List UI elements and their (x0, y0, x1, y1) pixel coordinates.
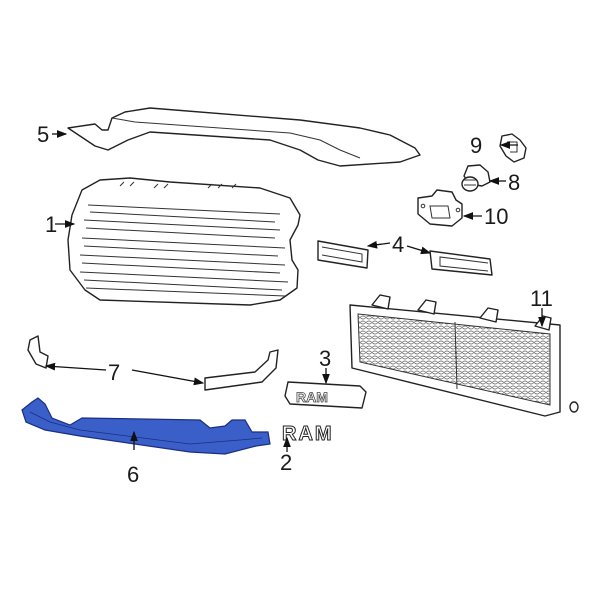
callout-11: 11 (530, 286, 553, 311)
part-6-lower-support[interactable] (21, 397, 271, 455)
part-5-upper-support[interactable] (67, 107, 421, 167)
callout-5: 5 (37, 122, 49, 147)
callout-4: 4 (392, 232, 404, 257)
part-2-emblem[interactable]: RAM (282, 423, 334, 446)
callout-1: 1 (45, 212, 57, 237)
part-9-retainer[interactable] (499, 133, 527, 163)
callout-9: 9 (470, 133, 482, 158)
callout-7: 7 (108, 360, 120, 385)
emblem-2-text: RAM (282, 423, 334, 445)
callout-6: 6 (127, 462, 139, 487)
part-8-clip[interactable] (461, 164, 491, 192)
callout-leaders (44, 130, 546, 452)
part-11-shutter[interactable] (349, 294, 579, 417)
part-4-insert-left[interactable] (317, 240, 369, 269)
callout-3: 3 (319, 346, 331, 371)
part-1-grille[interactable] (67, 177, 301, 306)
emblem-3-text: RAM (296, 389, 328, 405)
callout-8: 8 (508, 170, 520, 195)
part-7-bracket-left[interactable] (27, 335, 49, 369)
part-4-insert-right[interactable] (429, 250, 493, 276)
callout-10: 10 (484, 204, 508, 229)
part-3-emblem-bezel[interactable]: RAM (284, 381, 367, 409)
part-10-bracket[interactable] (417, 189, 463, 227)
part-7-molding-right[interactable] (204, 349, 279, 391)
callout-2: 2 (280, 450, 292, 475)
